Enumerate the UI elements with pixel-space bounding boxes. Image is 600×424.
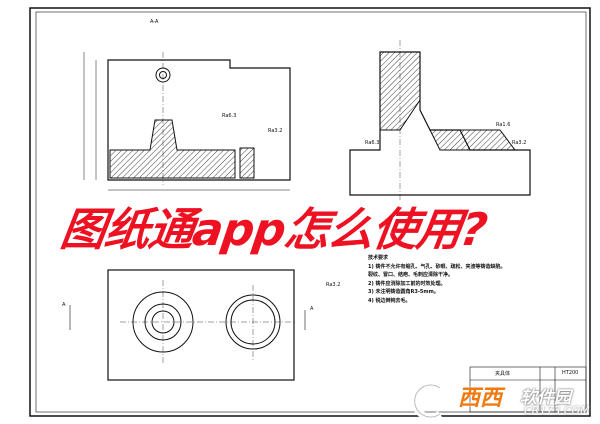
note-line: 1) 铸件不允许有缩孔、气孔、砂眼、疏松、夹渣等铸造缺陷。	[368, 263, 506, 270]
top-view	[69, 269, 306, 381]
roughness-label: Ra3.2	[326, 282, 341, 288]
logo-mark-icon	[411, 381, 443, 420]
watermark-url: CR173.COM	[524, 404, 590, 417]
watermark-site: 软件园	[520, 388, 571, 408]
part-name: 夹具体	[495, 371, 511, 377]
drawing-border	[29, 7, 591, 417]
roughness-label: Ra6.3	[222, 113, 237, 119]
watermark-brand: 西西	[458, 386, 503, 411]
roughness-label: Ra1.6	[496, 122, 511, 128]
view-mark: A	[62, 302, 66, 308]
roughness-label: Ra3.2	[512, 140, 527, 146]
side-view	[349, 40, 531, 200]
view-mark: A	[310, 306, 314, 312]
note-line: 裂纹、冒口、结疤、毛刺应清除干净。	[368, 272, 454, 278]
technical-notes: 技术要求 1) 铸件不允许有缩孔、气孔、砂眼、疏松、夹渣等铸造缺陷。 裂纹、冒口…	[368, 254, 506, 305]
note-line: 4) 锐边倒钝去毛。	[368, 297, 411, 304]
title-block	[469, 366, 587, 413]
section-label: A-A	[150, 19, 159, 25]
roughness-label: Ra6.3	[365, 140, 380, 146]
drawing-frame	[35, 11, 587, 413]
section-view	[83, 52, 291, 191]
roughness-label: Ra3.2	[268, 128, 283, 134]
overlay-title: 图纸通app怎么使用?	[57, 203, 490, 256]
material: HT200	[562, 370, 579, 376]
note-line: 技术要求	[368, 255, 389, 261]
note-line: 3) 未注明铸造圆角R3-5mm。	[368, 289, 439, 295]
watermark-logo: 西西 软件园 CR173.COM	[400, 380, 590, 420]
note-line: 2) 铸件应消除加工前的时效处理。	[368, 280, 446, 287]
